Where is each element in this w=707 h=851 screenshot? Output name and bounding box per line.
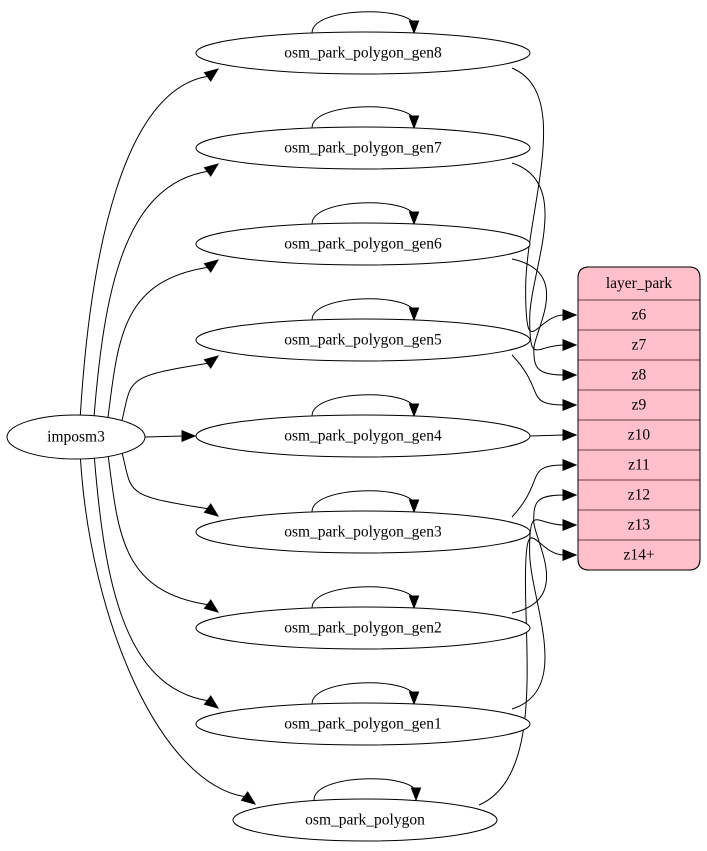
node-label: osm_park_polygon_gen7	[284, 140, 442, 157]
edge-imposm3-to-base	[79, 458, 257, 805]
node-label: imposm3	[47, 429, 105, 446]
table-cell-label: z12	[628, 487, 650, 504]
node-gen5[interactable]: osm_park_polygon_gen5	[195, 318, 531, 362]
edge-base-to-z14+	[478, 537, 578, 806]
table-row-z13[interactable]: z13	[577, 509, 701, 541]
self-loop-edges	[311, 11, 422, 802]
table-row-z10[interactable]: z10	[577, 419, 701, 451]
table-title: layer_park	[606, 275, 673, 292]
node-gen1[interactable]: osm_park_polygon_gen1	[195, 702, 531, 746]
self-loop-gen3	[311, 490, 420, 514]
edge-imposm3-to-gen7	[93, 163, 220, 416]
node-gen7[interactable]: osm_park_polygon_gen7	[195, 126, 531, 170]
table-row-z14+[interactable]: z14+	[577, 539, 701, 571]
edge-imposm3-to-gen5	[121, 355, 220, 421]
node-label: osm_park_polygon_gen3	[284, 524, 442, 541]
table-cell-label: z6	[632, 307, 647, 324]
self-loop-gen8	[311, 11, 420, 35]
self-loop-gen1	[311, 682, 420, 706]
edge-imposm3-to-gen4	[144, 430, 197, 442]
edge-gen3-to-z11	[511, 459, 578, 518]
table-cell-label: z10	[628, 427, 651, 444]
table-cell-label: z11	[628, 457, 650, 474]
node-gen6[interactable]: osm_park_polygon_gen6	[195, 222, 531, 266]
table-cell-label: z14+	[623, 547, 654, 564]
edge-imposm3-to-gen2	[107, 456, 220, 613]
node-label: osm_park_polygon_gen1	[284, 716, 442, 733]
self-loop-gen2	[311, 586, 420, 610]
table-cell-label: z8	[632, 367, 647, 384]
edge-imposm3-to-gen3	[121, 453, 220, 517]
edge-gen6-to-z8	[511, 258, 578, 381]
node-imposm3[interactable]: imposm3	[6, 414, 146, 460]
self-loop-gen5	[311, 298, 420, 322]
table-row-z11[interactable]: z11	[577, 449, 701, 481]
edge-gen5-to-z9	[511, 354, 578, 411]
table-cell-label: z9	[632, 397, 647, 414]
table-header: layer_park	[577, 266, 701, 301]
node-label: osm_park_polygon_gen2	[284, 620, 442, 637]
edge-gen1-to-z13	[511, 519, 578, 710]
edge-gen4-to-z10	[529, 429, 578, 441]
graph-nodes: imposm3 osm_park_polygon_gen8 osm_park_pol…	[6, 31, 531, 842]
self-loop-gen6	[311, 202, 420, 226]
table-row-z8[interactable]: z8	[577, 359, 701, 391]
edge-gen7-to-z7	[511, 162, 578, 351]
node-label: osm_park_polygon_gen5	[284, 332, 442, 349]
edge-gen2-to-z12	[511, 489, 578, 614]
node-label: osm_park_polygon_gen6	[284, 236, 442, 253]
node-base[interactable]: osm_park_polygon	[232, 798, 498, 842]
node-gen3[interactable]: osm_park_polygon_gen3	[195, 510, 531, 554]
node-label: osm_park_polygon_gen8	[284, 45, 442, 62]
edge-imposm3-to-gen6	[107, 259, 220, 418]
edges-from-imposm3	[79, 68, 257, 805]
table-cell-label: z7	[632, 337, 647, 354]
edges-to-layer-park	[478, 67, 578, 806]
table-cell-label: z13	[628, 517, 651, 534]
edge-imposm3-to-gen1	[93, 458, 220, 709]
node-gen2[interactable]: osm_park_polygon_gen2	[195, 606, 531, 650]
table-outline	[577, 266, 701, 571]
table-row-z9[interactable]: z9	[577, 389, 701, 421]
node-gen4[interactable]: osm_park_polygon_gen4	[195, 414, 531, 458]
node-label: osm_park_polygon_gen4	[284, 428, 442, 445]
self-loop-base	[313, 778, 422, 802]
table-row-z6[interactable]: z6	[577, 299, 701, 331]
edge-imposm3-to-gen8	[79, 68, 220, 416]
self-loop-gen7	[311, 106, 420, 130]
table-row-z7[interactable]: z7	[577, 329, 701, 361]
self-loop-gen4	[311, 394, 420, 418]
layer-park-table: layer_park z6 z7 z8 z9 z10 z11 z12 z13 z14+	[577, 266, 701, 571]
node-gen8[interactable]: osm_park_polygon_gen8	[195, 31, 531, 75]
node-label: osm_park_polygon	[305, 812, 425, 829]
table-row-z12[interactable]: z12	[577, 479, 701, 511]
